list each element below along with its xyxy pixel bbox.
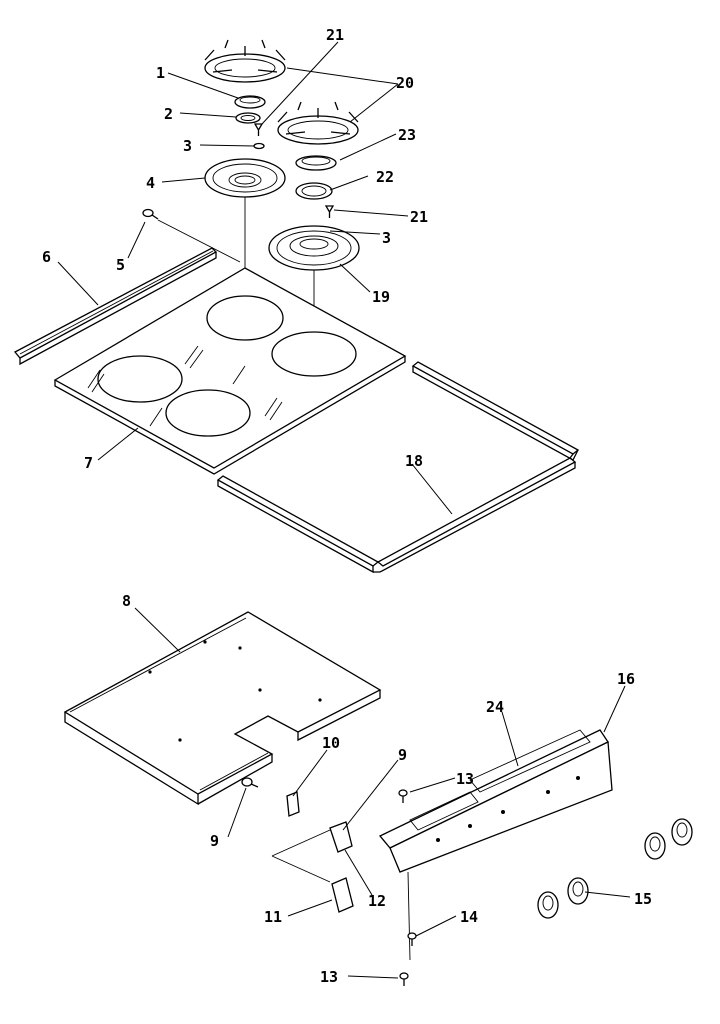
burner-box-panel xyxy=(63,611,382,806)
screw-5 xyxy=(142,208,159,220)
callout-24: 24 xyxy=(486,698,504,716)
burner-bowl-rear xyxy=(204,158,286,198)
assembly-guide xyxy=(271,829,331,883)
callout-15: 15 xyxy=(634,890,652,908)
glass-cooktop xyxy=(53,267,407,475)
callout-2: 2 xyxy=(164,105,173,123)
callout-21-lower: 21 xyxy=(410,208,428,226)
callout-14: 14 xyxy=(460,908,478,926)
callout-labels: 1 2 3 4 5 6 7 8 9 9 10 11 12 13 13 14 15… xyxy=(42,26,652,986)
callout-13-lower: 13 xyxy=(320,968,338,986)
callout-8: 8 xyxy=(122,592,131,610)
callout-21-upper: 21 xyxy=(326,26,344,44)
burner-grate-rear xyxy=(204,39,286,83)
burner-bowl-front xyxy=(268,225,360,271)
callout-19: 19 xyxy=(372,288,390,306)
screw-13-upper xyxy=(398,789,408,803)
callout-13-upper: 13 xyxy=(456,770,474,788)
burner-cap-front xyxy=(295,155,337,171)
burner-cap xyxy=(234,95,266,109)
callout-16: 16 xyxy=(617,670,635,688)
screw-13-lower xyxy=(399,972,409,986)
insulation-pad xyxy=(409,729,591,831)
control-knob-2 xyxy=(671,818,693,846)
callout-20: 20 xyxy=(396,74,414,92)
screw-9-left xyxy=(241,777,259,788)
callout-4: 4 xyxy=(146,174,155,192)
bracket-10 xyxy=(286,791,300,817)
bracket-12 xyxy=(329,821,353,853)
burner-ring-front xyxy=(295,182,333,200)
burner-ring xyxy=(235,112,261,124)
callout-11: 11 xyxy=(264,908,282,926)
callout-9-right: 9 xyxy=(398,746,407,764)
screw-5-guide xyxy=(157,219,241,263)
callout-22: 22 xyxy=(376,168,394,186)
screw-lower xyxy=(324,205,335,218)
part-11 xyxy=(331,877,354,913)
callout-5: 5 xyxy=(116,256,125,274)
screw-14-guide xyxy=(407,871,411,961)
callout-10: 10 xyxy=(322,734,340,752)
callout-3-lower: 3 xyxy=(382,229,391,247)
screw-upper xyxy=(253,123,264,136)
burner-grate-front xyxy=(277,101,359,145)
callout-7: 7 xyxy=(84,454,93,472)
callout-6: 6 xyxy=(42,248,51,266)
callout-9-left: 9 xyxy=(210,832,219,850)
cooktop-frame xyxy=(216,361,580,574)
callout-3-upper: 3 xyxy=(183,137,192,155)
leader-lines xyxy=(57,41,631,979)
spacer-upper xyxy=(253,142,265,150)
callout-23: 23 xyxy=(398,126,416,144)
control-knob-4 xyxy=(567,877,589,905)
control-knob-1 xyxy=(644,832,666,860)
control-panel xyxy=(378,729,613,873)
callout-18: 18 xyxy=(405,452,423,470)
trim-strip-left xyxy=(13,247,218,366)
callout-1: 1 xyxy=(156,64,165,82)
control-knob-3 xyxy=(537,891,559,919)
callout-12: 12 xyxy=(368,892,386,910)
